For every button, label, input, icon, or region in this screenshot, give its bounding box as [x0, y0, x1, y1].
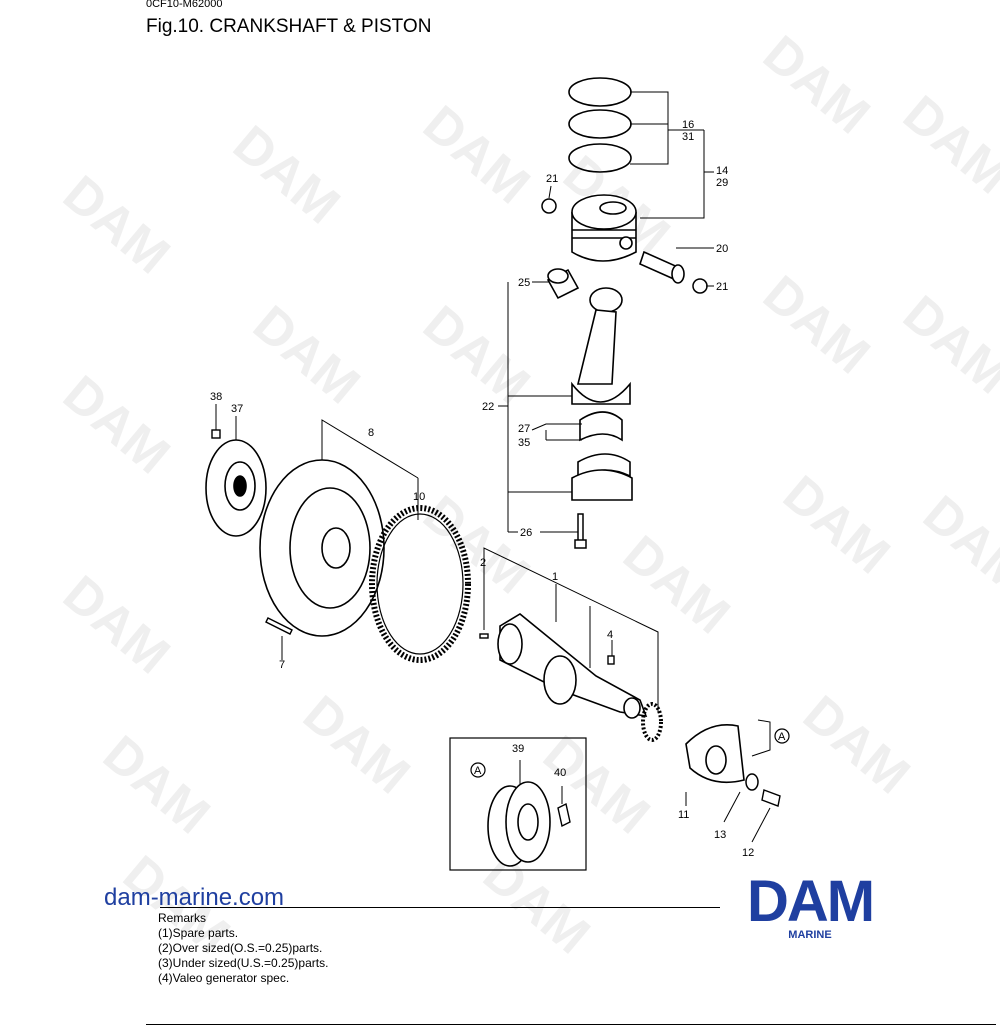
pulley-bolt	[761, 789, 781, 807]
svg-text:DAM: DAM	[472, 845, 600, 966]
dowel-pin	[479, 633, 489, 639]
svg-text:DAM: DAM	[52, 365, 180, 486]
site-link[interactable]: dam-marine.com	[104, 884, 285, 911]
svg-text:DAM: DAM	[52, 165, 180, 286]
callout-29: 29	[716, 177, 728, 189]
inset-valeo-pulley: A	[449, 737, 587, 871]
svg-text:DAM: DAM	[912, 485, 1000, 606]
svg-text:DAM: DAM	[752, 265, 880, 386]
remarks-block: Remarks (1)Spare parts. (2)Over sized(O.…	[158, 911, 328, 986]
callout-40: 40	[554, 767, 566, 779]
callout-14: 14	[716, 165, 728, 177]
svg-text:DAM: DAM	[222, 115, 350, 236]
rod-bolt	[574, 513, 587, 549]
callout-8: 8	[368, 427, 374, 439]
divider-top	[160, 907, 720, 908]
crank-key	[607, 655, 615, 665]
svg-text:DAM: DAM	[892, 85, 1000, 206]
svg-text:DAM: DAM	[242, 295, 370, 416]
callout-16: 16	[682, 119, 694, 131]
remark-item: (4)Valeo generator spec.	[158, 971, 290, 985]
crank-gear	[641, 702, 663, 742]
figure-title: Fig.10. CRANKSHAFT & PISTON	[146, 16, 432, 37]
pulley-washer	[745, 773, 759, 791]
callout-2: 2	[480, 557, 486, 569]
svg-text:DAM: DAM	[892, 285, 1000, 406]
flywheel	[259, 459, 385, 637]
ref-a-main-circle	[774, 728, 790, 744]
svg-text:DAM: DAM	[792, 685, 920, 806]
flywheel-bolt	[265, 617, 293, 635]
dam-logo: DAM	[746, 869, 875, 934]
bearing-shells	[577, 411, 631, 478]
doc-code: 0CF10-M62000	[146, 0, 223, 10]
callout-26: 26	[520, 527, 532, 539]
svg-text:DAM: DAM	[532, 725, 660, 846]
svg-text:DAM: DAM	[412, 295, 540, 416]
svg-text:DAM: DAM	[772, 465, 900, 586]
remark-item: (2)Over sized(O.S.=0.25)parts.	[158, 941, 323, 955]
leader-lines	[215, 91, 771, 843]
remarks-title: Remarks	[158, 911, 207, 925]
callout-21-right: 21	[716, 281, 728, 293]
callout-21-top: 21	[546, 173, 558, 185]
callout-12: 12	[742, 847, 754, 859]
callout-38: 38	[210, 391, 222, 403]
callout-27: 27	[518, 423, 530, 435]
callout-31: 31	[682, 131, 694, 143]
callout-7: 7	[279, 659, 285, 671]
svg-text:DAM: DAM	[52, 565, 180, 686]
piston-pin	[639, 250, 685, 284]
callout-10: 10	[413, 491, 425, 503]
ring-gear	[369, 505, 471, 663]
callout-25: 25	[518, 277, 530, 289]
crank-pulley	[685, 724, 745, 784]
small-end-bushing	[546, 268, 580, 300]
svg-text:DAM: DAM	[292, 685, 420, 806]
dam-logo-sub: MARINE	[788, 929, 832, 941]
svg-text:DAM: DAM	[612, 525, 740, 646]
svg-text:DAM: DAM	[92, 725, 220, 846]
exploded-parts-diagram: DAM DAM DAM DAM DAM DAM DAM DAM DAM DAM …	[52, 25, 1000, 966]
callout-numbers: 16 31 14 29 21 20 21 25 22 27 35 26 38 3…	[210, 119, 754, 859]
remark-item: (3)Under sized(U.S.=0.25)parts.	[158, 956, 329, 970]
callout-20: 20	[716, 243, 728, 255]
callout-35: 35	[518, 437, 530, 449]
callout-1: 1	[552, 571, 558, 583]
callout-11: 11	[678, 809, 689, 821]
ref-a-inset: A	[474, 765, 482, 777]
piston	[571, 194, 637, 262]
svg-text:DAM: DAM	[752, 25, 880, 146]
connecting-rod	[571, 287, 631, 405]
bolt-38	[211, 429, 221, 439]
remark-item: (1)Spare parts.	[158, 926, 239, 940]
callout-22: 22	[482, 401, 494, 413]
callout-4: 4	[607, 629, 613, 641]
crankshaft	[497, 613, 648, 719]
clutch-disc	[205, 439, 267, 537]
callout-13: 13	[714, 829, 726, 841]
svg-text:DAM: DAM	[412, 95, 540, 216]
svg-text:DAM: DAM	[412, 485, 540, 606]
rod-cap	[571, 469, 633, 501]
callout-37: 37	[231, 403, 243, 415]
ref-a-inset-circle	[470, 762, 486, 778]
ref-a-main: A	[778, 731, 786, 743]
callout-39: 39	[512, 743, 524, 755]
